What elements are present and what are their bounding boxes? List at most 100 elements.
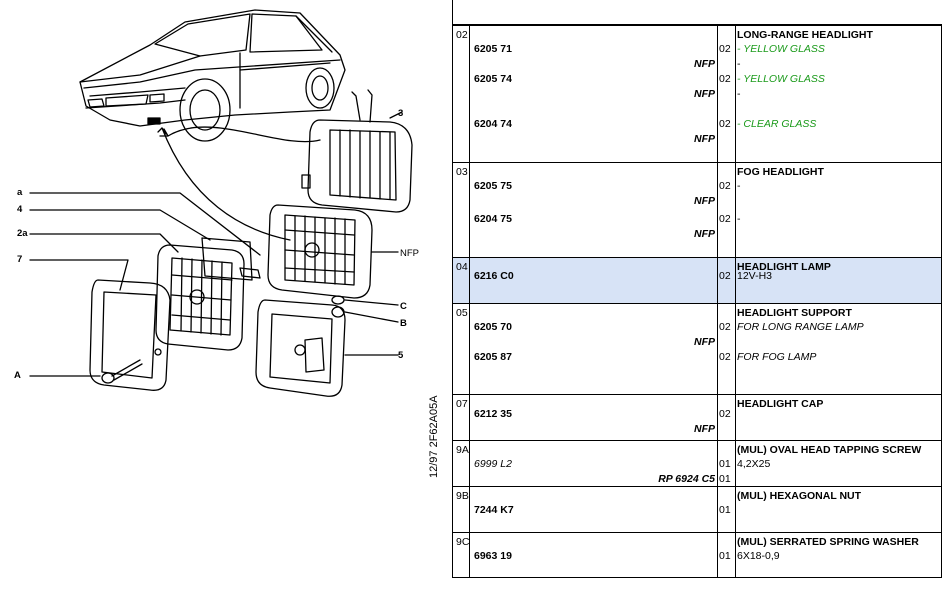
table-row[interactable]: 05 HEADLIGHT SUPPORT 6205 70 02 FOR LONG RAN… — [452, 303, 942, 394]
row-divider — [452, 303, 942, 304]
row-divider — [452, 532, 942, 533]
item-title: HEADLIGHT LAMP — [737, 261, 831, 273]
num-cell — [452, 25, 469, 162]
qty-cell — [717, 486, 735, 532]
part-ref: RP 6924 C5 — [658, 473, 715, 485]
part-qty: 01 — [719, 458, 731, 470]
qty-cell — [717, 303, 735, 394]
part-desc: - CLEAR GLASS — [737, 118, 817, 130]
part-ref: 6963 19 — [474, 550, 512, 562]
part-desc: 12V-H3 — [737, 270, 773, 282]
callout-B: B — [400, 318, 407, 329]
spring-washer-icon — [331, 295, 345, 305]
callout-A: A — [14, 370, 21, 381]
num-cell — [452, 394, 469, 440]
part-desc: FOR LONG RANGE LAMP — [737, 321, 864, 333]
part-qty: 02 — [719, 321, 731, 333]
ref-cell — [469, 257, 717, 303]
qty-cell — [717, 394, 735, 440]
callout-nfp: NFP — [400, 248, 419, 259]
table-row[interactable]: 9A (MUL) OVAL HEAD TAPPING SCREW 6999 L2 01… — [452, 440, 942, 486]
car-illustration — [79, 9, 346, 142]
qty-cell — [717, 257, 735, 303]
part-desc: - — [737, 88, 741, 100]
part-ref: NFP — [694, 336, 715, 348]
ref-cell — [469, 394, 717, 440]
ref-cell — [469, 440, 717, 486]
lamp-insert-part — [155, 237, 261, 351]
row-divider — [452, 162, 942, 163]
qty-cell — [717, 25, 735, 162]
part-ref: 6204 74 — [474, 118, 512, 130]
row-divider — [452, 577, 942, 578]
table-row[interactable]: 04 HEADLIGHT LAMP 6216 C0 02 12V-H3 — [452, 257, 942, 303]
part-ref: 6205 74 — [474, 73, 512, 85]
item-title: LONG-RANGE HEADLIGHT — [737, 29, 873, 41]
headlight-cap-part — [89, 279, 171, 391]
num-cell — [452, 532, 469, 577]
item-number: 04 — [456, 261, 468, 273]
part-qty: 02 — [719, 213, 731, 225]
ref-cell — [469, 25, 717, 162]
item-number: 07 — [456, 398, 468, 410]
ref-cell — [469, 532, 717, 577]
part-ref: NFP — [694, 423, 715, 435]
diagram-ref-code: 12/97 2F62A05A — [428, 395, 440, 478]
part-ref: NFP — [694, 58, 715, 70]
callout-7: 7 — [17, 254, 22, 265]
callout-3: 3 — [398, 108, 403, 119]
part-ref: 6205 87 — [474, 351, 512, 363]
tapping-screw-icon — [101, 359, 143, 384]
part-ref: NFP — [694, 228, 715, 240]
part-ref: NFP — [694, 133, 715, 145]
part-qty: 02 — [719, 351, 731, 363]
row-divider — [452, 440, 942, 441]
item-title: (MUL) OVAL HEAD TAPPING SCREW — [737, 444, 922, 456]
callout-2a: 2a — [17, 228, 28, 239]
num-cell — [452, 486, 469, 532]
qty-cell — [717, 162, 735, 257]
part-qty: 02 — [719, 118, 731, 130]
item-number: 9C — [456, 536, 470, 548]
part-desc: - YELLOW GLASS — [737, 73, 825, 85]
headlight-support-part — [255, 299, 399, 397]
num-cell — [452, 162, 469, 257]
item-number: 9B — [456, 490, 469, 502]
ref-cell — [469, 486, 717, 532]
item-number: 05 — [456, 307, 468, 319]
row-divider — [452, 486, 942, 487]
part-ref: 6999 L2 — [474, 458, 512, 470]
part-ref: 6204 75 — [474, 213, 512, 225]
callout-4: 4 — [17, 204, 23, 215]
part-desc: FOR FOG LAMP — [737, 351, 817, 363]
item-title: HEADLIGHT SUPPORT — [737, 307, 852, 319]
item-number: 9A — [456, 444, 469, 456]
part-ref: NFP — [694, 195, 715, 207]
table-row[interactable]: 02 LONG-RANGE HEADLIGHT 6205 71 02 - YELLOW … — [452, 25, 942, 162]
part-qty: 01 — [719, 504, 731, 516]
part-desc: - — [737, 180, 741, 192]
part-ref: 6216 C0 — [474, 270, 514, 282]
exploded-diagram: a 4 2a 7 A 3 NFP C B 5 12/97 2F62A05A — [14, 9, 440, 478]
part-ref: 6205 75 — [474, 180, 512, 192]
part-desc: - YELLOW GLASS — [737, 43, 825, 55]
qty-cell — [717, 440, 735, 486]
item-number: 02 — [456, 29, 468, 41]
part-ref: 6205 70 — [474, 321, 512, 333]
part-qty: 02 — [719, 270, 731, 282]
fog-headlight-part — [267, 204, 399, 299]
part-desc: - — [737, 58, 741, 70]
part-qty: 02 — [719, 180, 731, 192]
item-number: 03 — [456, 166, 468, 178]
item-title: FOG HEADLIGHT — [737, 166, 824, 178]
num-cell — [452, 440, 469, 486]
item-title: HEADLIGHT CAP — [737, 398, 824, 410]
part-qty: 02 — [719, 73, 731, 85]
part-ref: 6205 71 — [474, 43, 512, 55]
part-ref: NFP — [694, 88, 715, 100]
item-title: (MUL) SERRATED SPRING WASHER — [737, 536, 919, 548]
